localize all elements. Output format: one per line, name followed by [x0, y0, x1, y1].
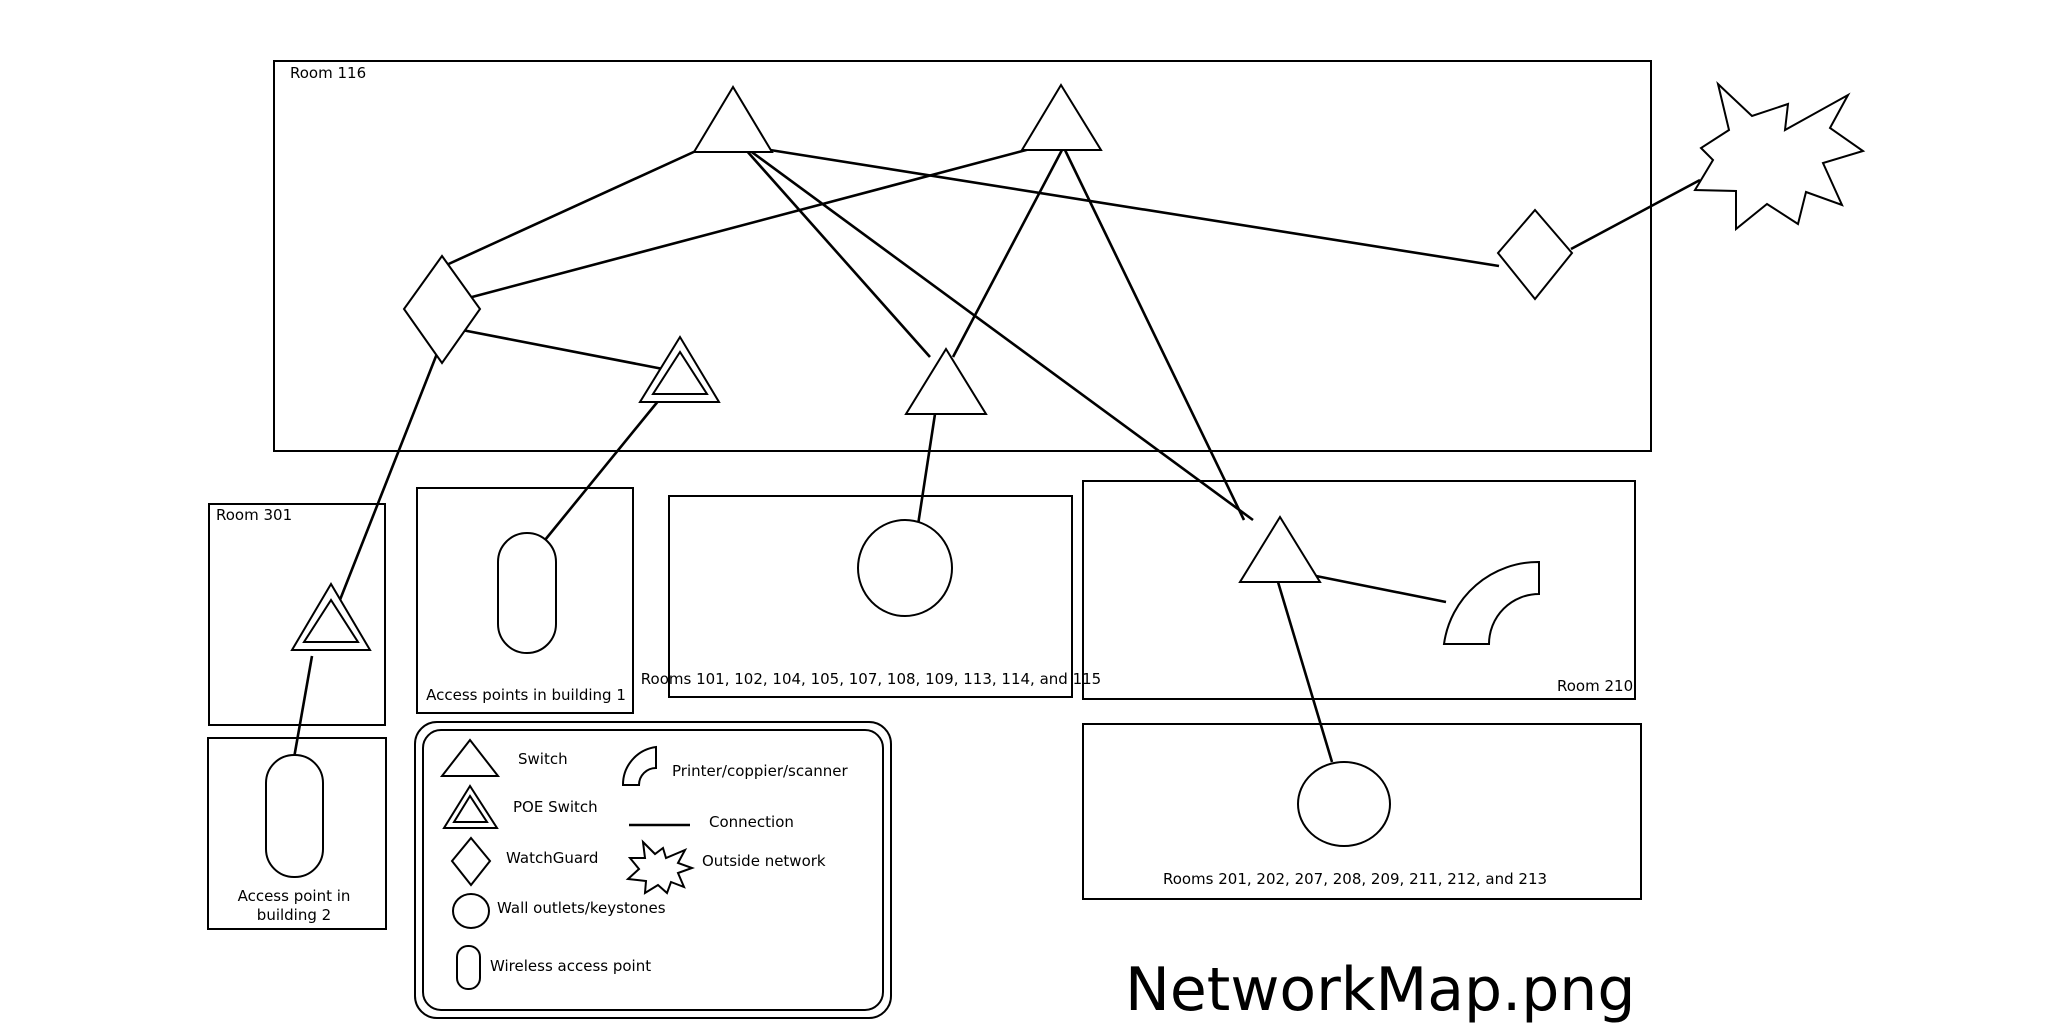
connection-line	[543, 399, 661, 541]
ap-building-1-label: Access points in building 1	[426, 686, 626, 704]
connection-line	[769, 148, 1500, 268]
outside-network-icon	[1693, 80, 1866, 232]
connection-line	[334, 345, 442, 611]
room-116-box	[273, 60, 1652, 452]
wireless-access-point-icon	[265, 754, 324, 878]
wall-outlet-icon	[1297, 761, 1391, 847]
wireless-access-point-icon	[497, 532, 557, 654]
connection-line	[951, 149, 1064, 358]
legend-wall-outlets-label: Wall outlets/keystones	[497, 899, 666, 917]
switch-icon	[692, 85, 774, 153]
switch-icon	[1238, 515, 1322, 583]
ap-building-1-box	[416, 487, 634, 714]
legend-switch-label: Switch	[518, 750, 568, 768]
connection-line	[1315, 574, 1447, 604]
connections	[292, 147, 1701, 763]
room-301-label: Room 301	[216, 506, 292, 524]
room-210-label: Room 210	[1557, 677, 1633, 695]
legend-inner-frame	[422, 729, 884, 1011]
room-210-box	[1082, 480, 1636, 700]
printer-icon	[1442, 560, 1540, 645]
legend-printer-label: Printer/coppier/scanner	[672, 762, 849, 780]
legend-connection-label: Connection	[709, 813, 794, 831]
legend-poe-switch-label: POE Switch	[513, 798, 598, 816]
poe-switch-icon	[638, 335, 721, 403]
switch-icon	[904, 347, 988, 415]
ap-building-2-label-line2: building 2	[257, 906, 331, 924]
connection-line	[748, 148, 1254, 522]
connection-line	[292, 655, 314, 759]
legend-outside-network-icon	[625, 839, 695, 895]
connection-line	[471, 147, 1031, 299]
connection-line	[1570, 178, 1701, 251]
legend-printer-icon	[621, 745, 657, 786]
room-116-label: Room 116	[290, 64, 366, 82]
room-301-box	[208, 503, 386, 726]
legend-outer-frame	[414, 721, 892, 1019]
legend-wall-outlet-icon	[452, 893, 490, 929]
file-name-label: NetworkMap.png	[1125, 955, 1635, 1025]
legend-poe-switch-icon	[442, 784, 499, 829]
ap-building-2-label-line1: Access point in	[238, 887, 351, 905]
connection-line	[916, 413, 937, 526]
legend-watchguard-icon	[450, 836, 492, 887]
legend-watchguard-label: WatchGuard	[506, 849, 598, 867]
poe-switch-icon	[290, 582, 372, 651]
connection-line	[745, 149, 931, 358]
watchguard-icon	[402, 254, 482, 365]
rooms-200s-box	[1082, 723, 1642, 900]
rooms-100s-box	[668, 495, 1073, 698]
legend-wireless-ap-icon	[456, 945, 481, 990]
connection-line	[1276, 581, 1334, 763]
legend-outside-network-label: Outside network	[702, 852, 826, 870]
legend-wireless-ap-label: Wireless access point	[490, 957, 651, 975]
connection-line	[1063, 149, 1246, 521]
switch-icon	[1020, 83, 1103, 151]
connection-line	[461, 328, 664, 371]
rooms-200s-label: Rooms 201, 202, 207, 208, 209, 211, 212,…	[1163, 870, 1547, 888]
connection-line	[441, 148, 699, 269]
rooms-100s-label: Rooms 101, 102, 104, 105, 107, 108, 109,…	[641, 670, 1101, 688]
legend-switch-icon	[439, 738, 501, 777]
wall-outlet-icon	[857, 519, 953, 617]
watchguard-icon	[1496, 208, 1574, 301]
